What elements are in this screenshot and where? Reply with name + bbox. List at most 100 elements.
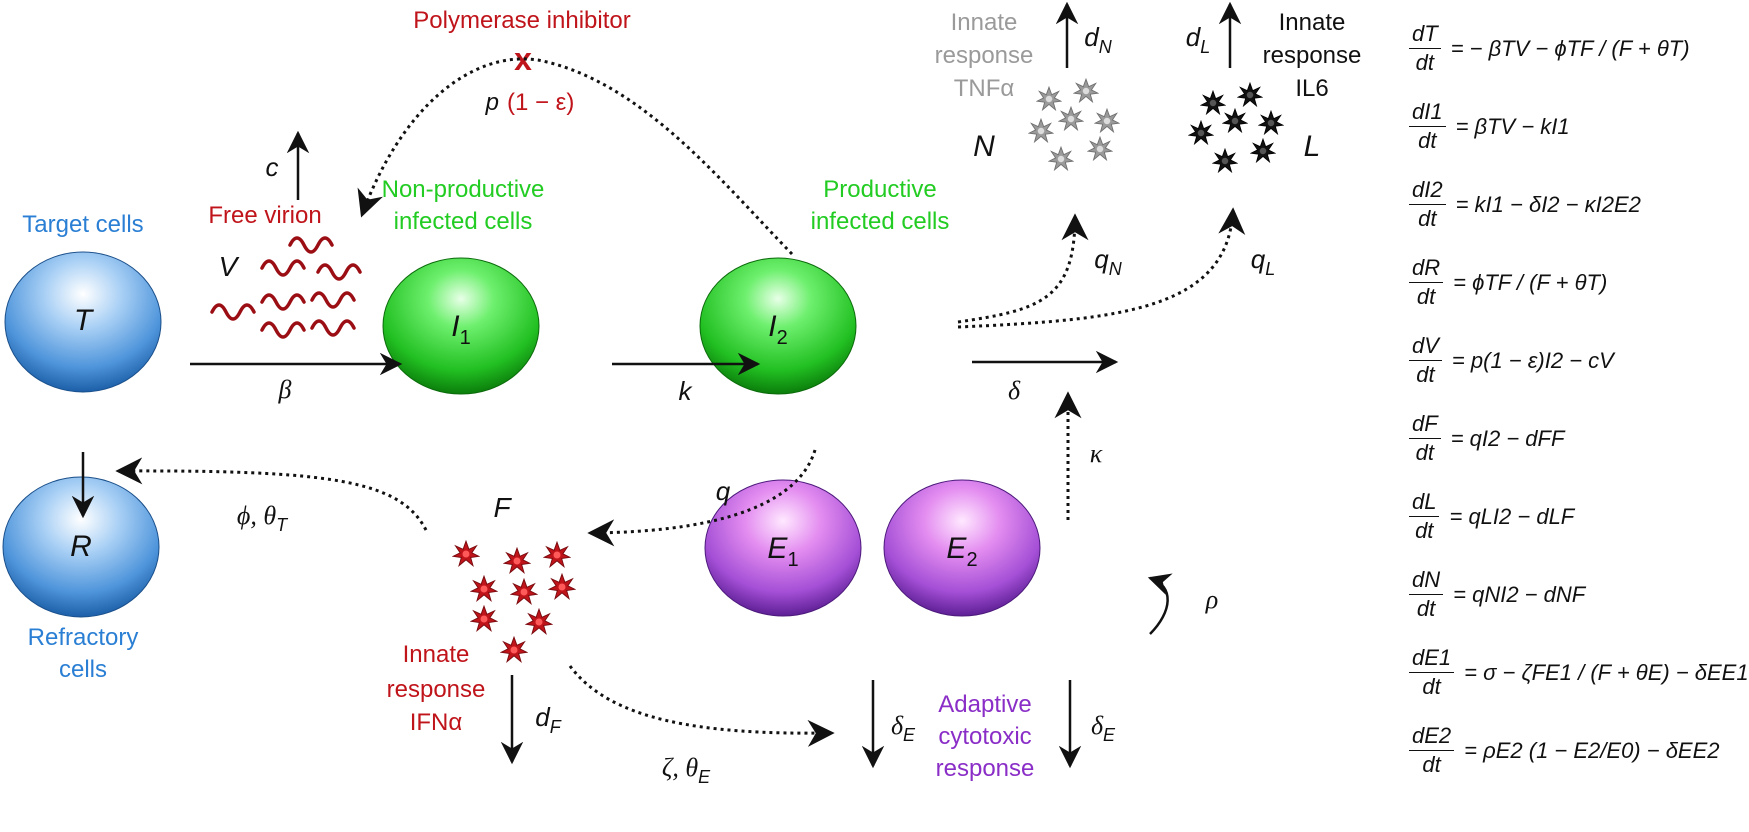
param-rho: ρ xyxy=(1205,585,1218,614)
eq-lhs-den: dt xyxy=(1415,440,1435,466)
eq-lhs-den: dt xyxy=(1422,752,1441,778)
eq-lhs-num: dR xyxy=(1409,255,1444,284)
eq-rhs: = σ − ζFE1 / (F + θE) − δEE1 xyxy=(1464,659,1749,685)
eq-rhs: = βTV − kI1 xyxy=(1455,113,1570,139)
eq-rhs: = p(1 − ε)I2 − cV xyxy=(1451,347,1614,373)
node-I2: I2 xyxy=(768,310,787,349)
il6-cytokine-stars xyxy=(1188,82,1284,173)
eq-rhs: = qI2 − dFF xyxy=(1450,425,1565,451)
node-R: R xyxy=(70,530,92,563)
arrow-qN-dotted xyxy=(957,213,1089,324)
refractory-cell-sphere xyxy=(2,476,160,618)
node-F: F xyxy=(493,492,512,523)
param-dL: dL xyxy=(1186,22,1210,57)
label-il6-3: IL6 xyxy=(1295,75,1328,102)
eq-lhs-num: dI2 xyxy=(1409,177,1446,206)
param-kappa: κ xyxy=(1090,439,1103,468)
param-c: c xyxy=(266,152,279,182)
virion-squiggles xyxy=(210,236,362,339)
eq-lhs-den: dt xyxy=(1416,362,1435,388)
label-polymerase-inhibitor: Polymerase inhibitor xyxy=(413,7,630,34)
eq-lhs-den: dt xyxy=(1415,50,1435,76)
inhibitor-x-icon: x xyxy=(514,41,532,77)
label-productive-2: infected cells xyxy=(811,208,950,235)
label-productive-1: Productive xyxy=(823,176,936,203)
param-q: q xyxy=(716,476,731,506)
label-nonproductive-1: Non-productive xyxy=(382,176,545,203)
target-cell-sphere xyxy=(4,251,162,393)
label-ifn-2: response xyxy=(387,676,486,703)
node-I1: I1 xyxy=(451,310,470,349)
label-adaptive-1: Adaptive xyxy=(938,691,1031,718)
param-phi-theta: ϕ, θT xyxy=(237,501,289,535)
eq-lhs-num: dF xyxy=(1409,411,1441,440)
eq-lhs-num: dN xyxy=(1409,567,1444,596)
eq-lhs-num: dI1 xyxy=(1409,99,1446,128)
param-qL: qL xyxy=(1251,244,1275,279)
param-deltaE2: δE xyxy=(1091,711,1116,745)
arrow-q-dotted xyxy=(587,449,817,547)
eq-rhs: = kI1 − δI2 − κI2E2 xyxy=(1455,191,1641,217)
param-k: k xyxy=(679,376,694,406)
arrow-qL-dotted xyxy=(957,207,1246,329)
param-beta: β xyxy=(278,375,292,404)
tnf-cytokine-stars xyxy=(1028,78,1120,171)
eq-rhs: = qNI2 − dNF xyxy=(1453,581,1586,607)
label-adaptive-2: cytotoxic xyxy=(938,723,1031,750)
node-T: T xyxy=(74,304,95,337)
arrow-production-dotted xyxy=(357,57,794,256)
label-target-cells: Target cells xyxy=(22,211,143,238)
label-tnf-3: TNFα xyxy=(954,75,1015,102)
arrow-zeta-dotted xyxy=(568,665,835,747)
eq-rhs: = ρE2 (1 − E2/E0) − δEE2 xyxy=(1464,737,1720,763)
nonproductive-cell-sphere xyxy=(382,257,540,395)
ifn-cytokine-stars xyxy=(452,540,576,663)
node-E2: E2 xyxy=(946,532,977,571)
eq-lhs-den: dt xyxy=(1415,518,1434,544)
label-ifn-1: Innate xyxy=(403,641,470,668)
eq-lhs-num: dT xyxy=(1409,21,1441,50)
label-refractory-1: Refractory xyxy=(28,624,139,651)
eq-lhs-den: dt xyxy=(1416,284,1436,310)
node-E1: E1 xyxy=(767,532,798,571)
E1-cell-sphere xyxy=(704,479,862,617)
productive-cell-sphere xyxy=(699,257,857,395)
node-V: V xyxy=(219,251,240,282)
label-il6-2: response xyxy=(1263,42,1362,69)
eq-rhs: = ϕTF / (F + θT) xyxy=(1453,269,1608,295)
eq-rhs: = qLI2 − dLF xyxy=(1449,503,1575,529)
eq-rhs: = − βTV − ϕTF / (F + θT) xyxy=(1450,35,1690,61)
label-il6-1: Innate xyxy=(1279,9,1346,36)
node-N: N xyxy=(973,130,995,163)
label-nonproductive-2: infected cells xyxy=(394,208,533,235)
eq-lhs-num: dL xyxy=(1409,489,1440,518)
param-dN: dN xyxy=(1084,22,1112,57)
eq-lhs-num: dE1 xyxy=(1409,645,1455,674)
label-tnf-1: Innate xyxy=(951,9,1018,36)
eq-lhs-den: dt xyxy=(1416,596,1436,622)
eq-lhs-den: dt xyxy=(1418,206,1437,232)
param-zeta-theta: ζ, θE xyxy=(662,753,711,787)
label-adaptive-3: response xyxy=(936,755,1035,782)
